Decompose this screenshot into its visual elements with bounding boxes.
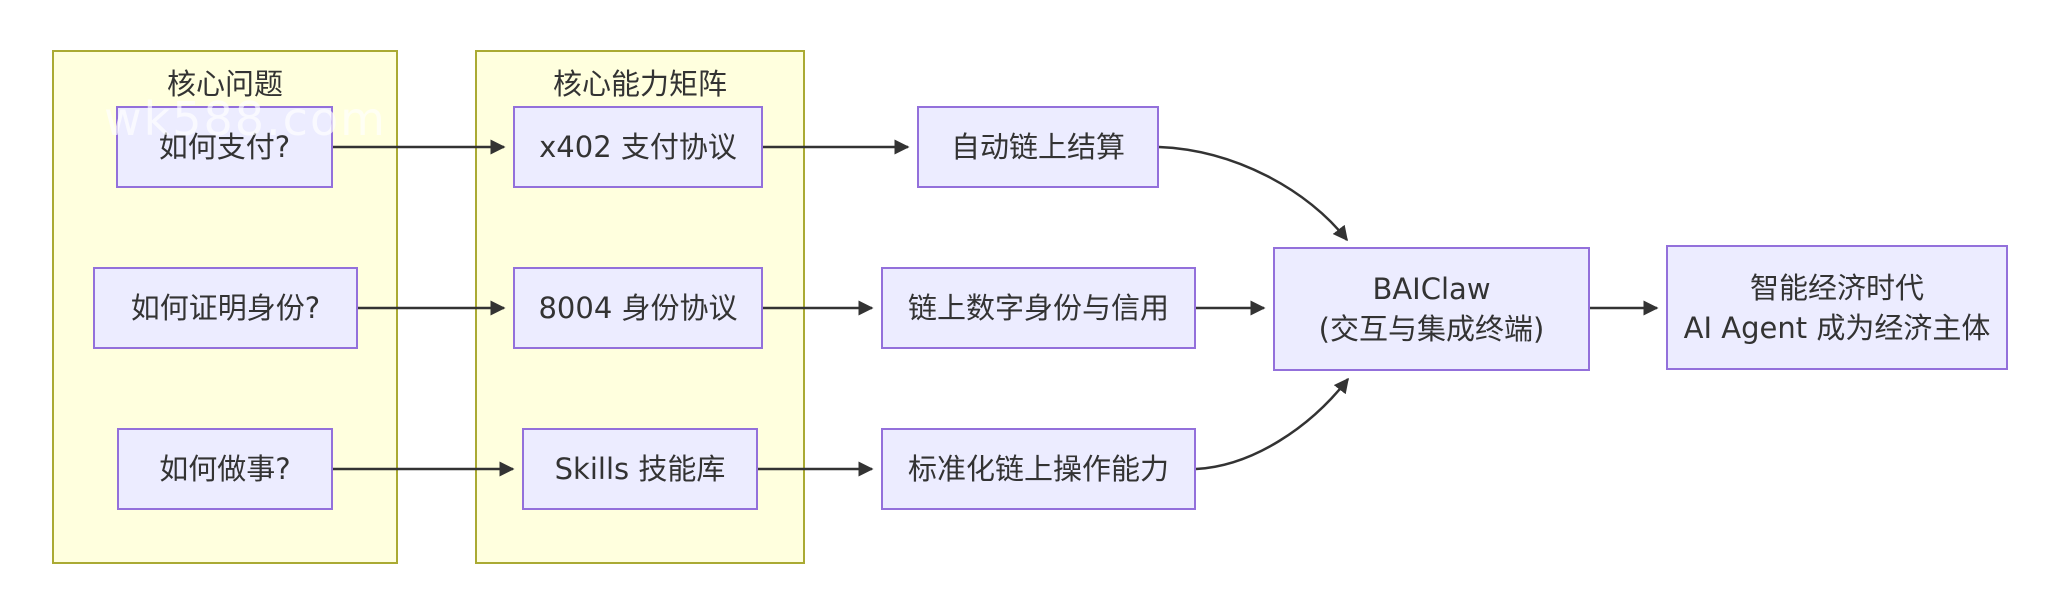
node-label: x402 支付协议 — [539, 130, 737, 164]
node-label: 8004 身份协议 — [538, 291, 738, 325]
node-baiclaw-terminal: BAIClaw (交互与集成终端) — [1273, 247, 1590, 371]
edge-settlement-baiclaw — [1158, 145, 1348, 242]
node-label-line1: 智能经济时代 — [1749, 270, 1924, 305]
node-8004-identity-protocol: 8004 身份协议 — [513, 267, 763, 349]
node-auto-onchain-settlement: 自动链上结算 — [917, 106, 1159, 188]
node-label-line2: (交互与集成终端) — [1318, 312, 1545, 346]
node-label: 如何做事? — [159, 452, 291, 486]
node-intelligent-economy-era: 智能经济时代 AI Agent 成为经济主体 — [1666, 245, 2008, 370]
node-label-line2: AI Agent 成为经济主体 — [1683, 310, 1991, 345]
subgraph-title: 核心能力矩阵 — [552, 67, 727, 101]
node-how-to-prove-identity: 如何证明身份? — [93, 267, 358, 349]
node-label: 如何证明身份? — [130, 291, 321, 325]
node-how-to-pay: 如何支付? — [116, 106, 333, 188]
node-label: 自动链上结算 — [950, 130, 1125, 164]
node-how-to-do-things: 如何做事? — [117, 428, 333, 510]
edge-ops-baiclaw — [1195, 377, 1349, 471]
node-x402-payment-protocol: x402 支付协议 — [513, 106, 763, 188]
node-label: 如何支付? — [158, 130, 291, 164]
node-label: Skills 技能库 — [554, 452, 726, 486]
node-label-line1: BAIClaw — [1372, 272, 1491, 306]
node-label: 标准化链上操作能力 — [907, 452, 1169, 486]
node-skills-library: Skills 技能库 — [522, 428, 758, 510]
node-label: 链上数字身份与信用 — [907, 291, 1169, 325]
node-standardized-onchain-ops: 标准化链上操作能力 — [881, 428, 1196, 510]
node-onchain-digital-identity-credit: 链上数字身份与信用 — [881, 267, 1196, 349]
subgraph-title: 核心问题 — [166, 67, 283, 101]
